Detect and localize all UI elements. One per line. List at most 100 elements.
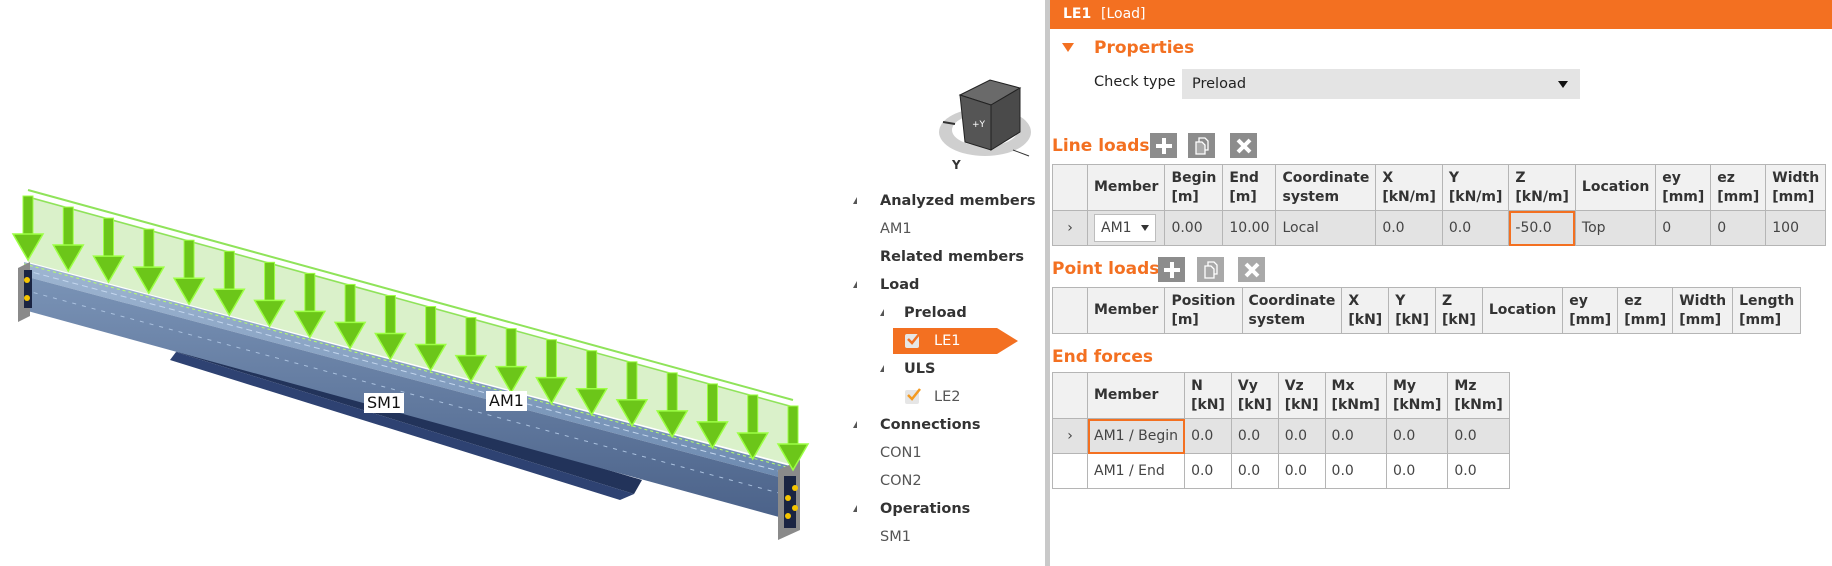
3d-viewport[interactable]: SM1 AM1 +Y Y Analyzed members AM1 Relate… — [0, 0, 1045, 566]
label-sm1[interactable]: SM1 — [364, 393, 405, 413]
panel-splitter[interactable] — [1045, 0, 1050, 566]
expand-icon[interactable] — [853, 281, 857, 288]
tree-item-am1[interactable]: AM1 — [880, 221, 912, 237]
cell-member[interactable]: AM1 / End — [1086, 453, 1186, 489]
add-line-load-button[interactable] — [1150, 133, 1177, 158]
expand-icon[interactable] — [880, 365, 884, 372]
tree-item-le1[interactable]: LE1 — [934, 333, 961, 349]
cell-coord[interactable]: Local — [1275, 210, 1377, 246]
column-header[interactable]: ey[mm] — [1655, 164, 1712, 211]
cell-member[interactable]: AM1 / Begin — [1086, 418, 1186, 454]
column-header[interactable]: ez[mm] — [1710, 164, 1767, 211]
column-unit: [kN/m] — [1515, 188, 1569, 205]
column-unit: [mm] — [1739, 311, 1782, 328]
column-header[interactable]: ey[mm] — [1562, 287, 1619, 334]
column-header[interactable]: Member — [1086, 372, 1186, 419]
column-header[interactable]: Vy[kN] — [1230, 372, 1279, 419]
column-header[interactable]: X[kN/m] — [1375, 164, 1443, 211]
tree-related-members[interactable]: Related members — [880, 249, 1024, 265]
cell-location[interactable]: Top — [1574, 210, 1657, 246]
column-header[interactable]: Length[mm] — [1732, 287, 1802, 334]
cell-z[interactable]: -50.0 — [1508, 210, 1576, 246]
tree-item-le2[interactable]: LE2 — [934, 389, 961, 405]
cell-y[interactable]: 0.0 — [1441, 210, 1510, 246]
load-arrow — [172, 239, 206, 306]
copy-point-load-button[interactable] — [1197, 257, 1224, 282]
cell-width[interactable]: 100 — [1765, 210, 1827, 246]
column-header[interactable]: Location — [1481, 287, 1564, 334]
column-header[interactable]: End[m] — [1222, 164, 1277, 211]
cell-mz[interactable]: 0.0 — [1447, 418, 1510, 454]
tree-item-le1-selected[interactable] — [893, 328, 1018, 354]
beam-model[interactable] — [0, 0, 1045, 566]
member-select[interactable]: AM1 — [1094, 214, 1156, 242]
column-header[interactable]: Width[mm] — [1672, 287, 1734, 334]
cell-mx[interactable]: 0.0 — [1324, 418, 1387, 454]
cell-mx[interactable]: 0.0 — [1324, 453, 1387, 489]
label-am1[interactable]: AM1 — [486, 391, 527, 411]
cell-vz[interactable]: 0.0 — [1277, 418, 1326, 454]
cell-my[interactable]: 0.0 — [1385, 418, 1449, 454]
column-header[interactable]: Z[kN/m] — [1508, 164, 1576, 211]
tree-analyzed-members[interactable]: Analyzed members — [880, 193, 1036, 209]
cell-vy[interactable]: 0.0 — [1230, 418, 1279, 454]
member-cell[interactable]: AM1 — [1086, 210, 1166, 246]
tree-item-sm1[interactable]: SM1 — [880, 529, 911, 545]
column-header[interactable]: Location — [1574, 164, 1657, 211]
tree-connections[interactable]: Connections — [880, 417, 981, 433]
column-header[interactable]: Width[mm] — [1765, 164, 1827, 211]
tree-item-con1[interactable]: CON1 — [880, 445, 922, 461]
cell-my[interactable]: 0.0 — [1385, 453, 1449, 489]
check-type-select[interactable]: Preload — [1182, 69, 1580, 99]
cell-begin[interactable]: 0.00 — [1164, 210, 1224, 246]
cell-mz[interactable]: 0.0 — [1447, 453, 1510, 489]
cell-ey[interactable]: 0 — [1655, 210, 1712, 246]
cell-x[interactable]: 0.0 — [1375, 210, 1443, 246]
row-expand-icon[interactable] — [1052, 453, 1088, 489]
column-header[interactable]: Y[kN] — [1388, 287, 1437, 334]
row-expand-icon[interactable]: › — [1052, 210, 1088, 246]
cell-ez[interactable]: 0 — [1710, 210, 1767, 246]
column-header[interactable]: My[kNm] — [1385, 372, 1449, 419]
column-header[interactable]: Member — [1086, 164, 1166, 211]
column-header[interactable]: Begin[m] — [1164, 164, 1224, 211]
tree-operations[interactable]: Operations — [880, 501, 971, 517]
cell-n[interactable]: 0.0 — [1184, 453, 1232, 489]
item-name: LE1 — [1063, 6, 1092, 22]
column-header[interactable]: X[kN] — [1341, 287, 1390, 334]
column-header[interactable]: Mz[kNm] — [1447, 372, 1510, 419]
column-header[interactable]: N[kN] — [1184, 372, 1232, 419]
column-header[interactable]: Mx[kNm] — [1324, 372, 1387, 419]
add-point-load-button[interactable] — [1158, 257, 1185, 282]
collapse-icon[interactable] — [1062, 43, 1074, 52]
column-header[interactable]: Position[m] — [1164, 287, 1243, 334]
tree-preload[interactable]: Preload — [904, 305, 967, 321]
column-header[interactable]: Member — [1086, 287, 1166, 334]
column-header[interactable]: Y[kN/m] — [1441, 164, 1510, 211]
tree-uls[interactable]: ULS — [904, 361, 936, 377]
tree-load[interactable]: Load — [880, 277, 920, 293]
cell-vz[interactable]: 0.0 — [1277, 453, 1326, 489]
delete-line-load-button[interactable] — [1230, 133, 1257, 158]
copy-line-load-button[interactable] — [1188, 133, 1215, 158]
row-expand-icon[interactable]: › — [1052, 418, 1088, 454]
properties-title[interactable]: Properties — [1094, 38, 1195, 58]
expand-icon[interactable] — [853, 505, 857, 512]
column-header[interactable]: ez[mm] — [1617, 287, 1674, 334]
cell-n[interactable]: 0.0 — [1184, 418, 1232, 454]
navigation-cube[interactable]: +Y Y — [925, 72, 1040, 172]
column-header[interactable]: Z[kN] — [1435, 287, 1483, 334]
cell-vy[interactable]: 0.0 — [1230, 453, 1279, 489]
column-header[interactable]: Vz[kN] — [1277, 372, 1326, 419]
expand-icon[interactable] — [880, 309, 884, 316]
cell-end[interactable]: 10.00 — [1222, 210, 1277, 246]
tree-item-con2[interactable]: CON2 — [880, 473, 922, 489]
expand-icon[interactable] — [853, 197, 857, 204]
expand-icon[interactable] — [853, 421, 857, 428]
delete-point-load-button[interactable] — [1238, 257, 1265, 282]
